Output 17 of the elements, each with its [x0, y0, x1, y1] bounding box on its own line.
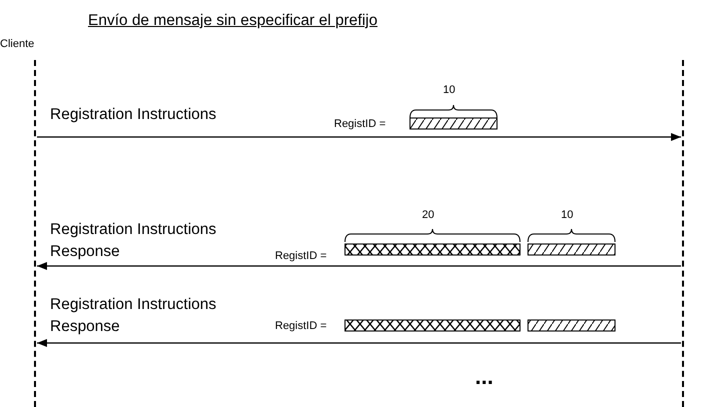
field-name: RegistID = [275, 250, 327, 262]
lifeline [34, 60, 36, 407]
message-arrow [37, 262, 681, 270]
field-length: 10 [443, 84, 456, 96]
message-label: Registration Instructions [50, 105, 218, 125]
ellipsis: ... [475, 364, 494, 390]
participant-label: Cliente [0, 38, 34, 50]
field-length: 20 [422, 209, 434, 221]
field-name: RegistID = [275, 320, 327, 332]
message-arrow [37, 133, 681, 141]
message-label: Registration Instructions Response [50, 220, 218, 262]
field-length: 10 [561, 209, 574, 221]
field-name: RegistID = [334, 118, 386, 130]
message-label: Registration Instructions Response [50, 295, 218, 337]
message-arrow [37, 339, 681, 347]
lifeline [682, 60, 684, 407]
diagram-title: Envío de mensaje sin especificar el prefijo [88, 12, 378, 30]
